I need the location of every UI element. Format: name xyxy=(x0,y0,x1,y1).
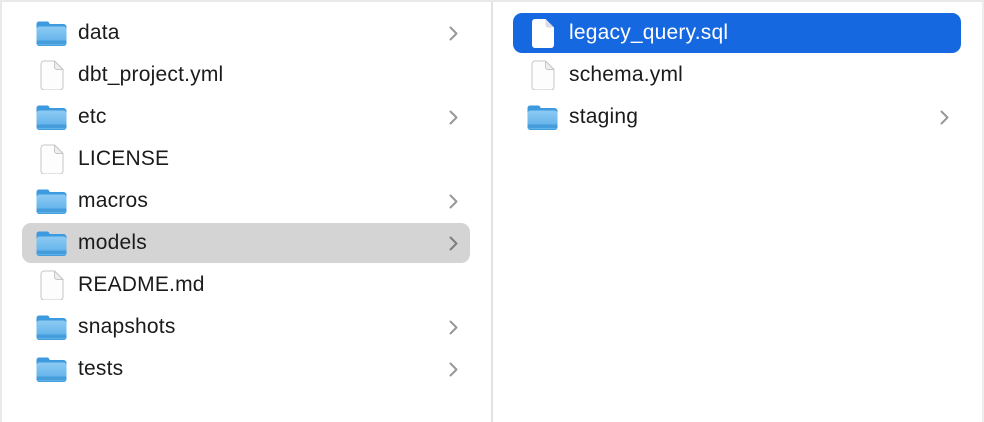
file-name: tests xyxy=(78,357,124,380)
document-icon xyxy=(527,57,558,93)
finder-column-right: legacy_query.sql schema.yml staging xyxy=(493,2,984,422)
document-icon xyxy=(36,57,67,93)
file-name: data xyxy=(78,21,120,44)
file-row-readme-md[interactable]: README.md xyxy=(22,265,470,305)
file-row-etc[interactable]: etc xyxy=(22,97,470,137)
file-row-staging[interactable]: staging xyxy=(513,97,961,137)
chevron-right-icon xyxy=(449,320,458,335)
file-name: macros xyxy=(78,189,149,212)
chevron-right-icon xyxy=(449,236,458,251)
file-row-legacy-query-sql-selected[interactable]: legacy_query.sql xyxy=(513,13,961,53)
document-icon xyxy=(527,15,558,51)
file-name: LICENSE xyxy=(78,147,170,170)
file-name: schema.yml xyxy=(569,63,684,86)
folder-icon xyxy=(527,99,558,135)
file-name: dbt_project.yml xyxy=(78,63,224,86)
file-row-dbt-project-yml[interactable]: dbt_project.yml xyxy=(22,55,470,95)
finder-column-left: data dbt_project.yml etc LICENSE mac xyxy=(2,2,493,422)
file-row-schema-yml[interactable]: schema.yml xyxy=(513,55,961,95)
file-name: README.md xyxy=(78,273,205,296)
file-row-license[interactable]: LICENSE xyxy=(22,139,470,179)
folder-icon xyxy=(36,15,67,51)
file-name: models xyxy=(78,231,147,254)
chevron-right-icon xyxy=(449,26,458,41)
folder-icon xyxy=(36,351,67,387)
file-row-tests[interactable]: tests xyxy=(22,349,470,389)
folder-icon xyxy=(36,99,67,135)
chevron-right-icon xyxy=(449,194,458,209)
folder-icon xyxy=(36,309,67,345)
folder-icon xyxy=(36,225,67,261)
file-row-snapshots[interactable]: snapshots xyxy=(22,307,470,347)
file-name: legacy_query.sql xyxy=(569,21,729,44)
folder-icon xyxy=(36,183,67,219)
file-name: staging xyxy=(569,105,639,128)
document-icon xyxy=(36,141,67,177)
file-row-macros[interactable]: macros xyxy=(22,181,470,221)
chevron-right-icon xyxy=(940,110,949,125)
chevron-right-icon xyxy=(449,362,458,377)
file-name: etc xyxy=(78,105,107,128)
file-row-data[interactable]: data xyxy=(22,13,470,53)
document-icon xyxy=(36,267,67,303)
chevron-right-icon xyxy=(449,110,458,125)
file-row-models-selected[interactable]: models xyxy=(22,223,470,263)
file-name: snapshots xyxy=(78,315,176,338)
